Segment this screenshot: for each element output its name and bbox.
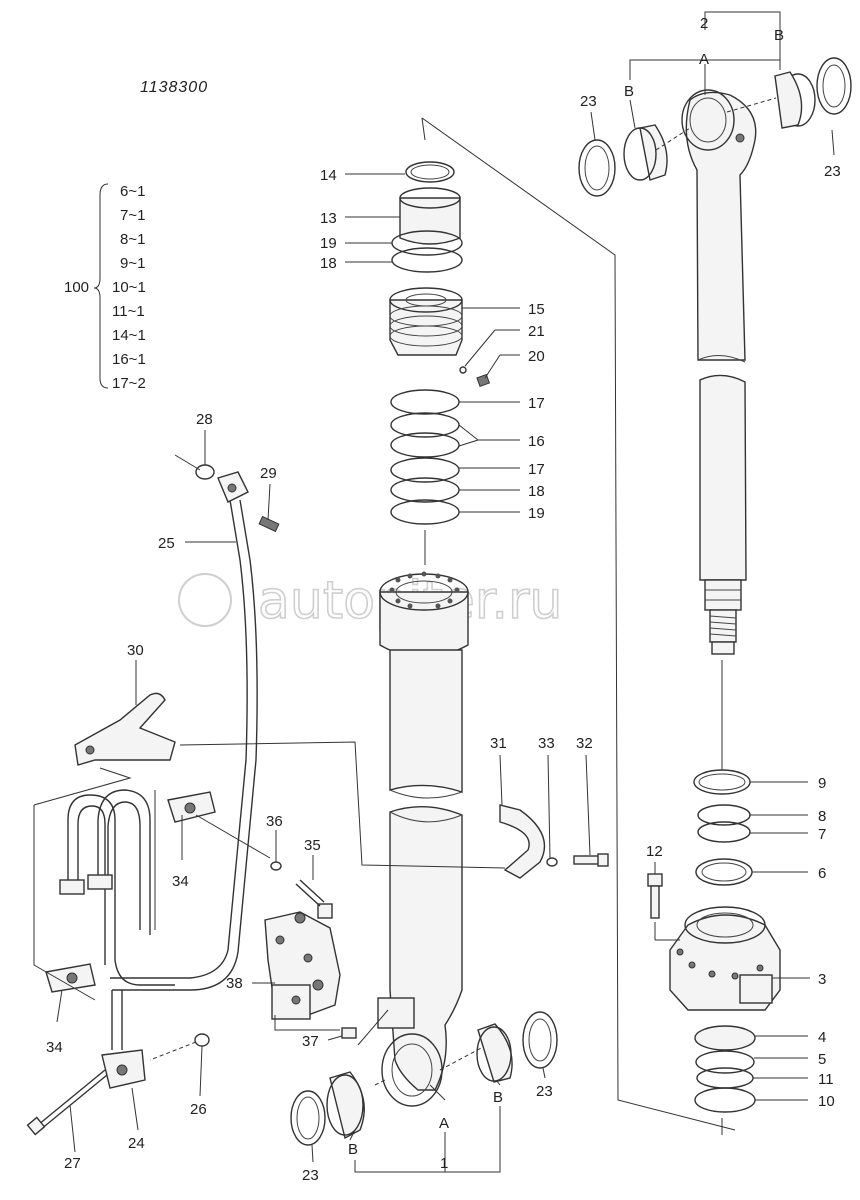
callout-26: 26: [190, 1101, 207, 1118]
callout-34: 34: [172, 873, 189, 890]
callout-17: 17: [528, 395, 545, 412]
bracket: [74, 692, 176, 766]
kit-item: 8~1: [120, 231, 145, 248]
callout-37: 37: [302, 1033, 319, 1050]
callout-35: 35: [304, 837, 321, 854]
cylinder-head: [647, 873, 781, 1011]
callout-10: 10: [818, 1093, 835, 1110]
callout-2: 2: [700, 15, 708, 32]
kit-item: 17~2: [112, 375, 146, 392]
callout-16: 16: [528, 433, 545, 450]
cylinder-tube: [374, 571, 486, 1107]
callout-3: 3: [818, 971, 826, 988]
callout-30: 30: [127, 642, 144, 659]
kit-item: 14~1: [112, 327, 146, 344]
callout-labels: 14 13 19 18 15 21 20 17 16 17 18 19 2 A …: [46, 15, 841, 1184]
kit-item: 9~1: [120, 255, 145, 272]
callout-11: 11: [818, 1071, 834, 1088]
drawing-code: 1138300: [140, 79, 208, 96]
callout-12: 12: [646, 843, 663, 860]
callout-15: 15: [528, 301, 545, 318]
rod-eye-bushings: [578, 57, 852, 197]
callout-38: 38: [226, 975, 243, 992]
label-B: B: [624, 83, 634, 100]
callout-9: 9: [818, 775, 826, 792]
callout-28: 28: [196, 411, 213, 428]
callout-34: 34: [46, 1039, 63, 1056]
kit-item: 7~1: [120, 207, 145, 224]
label-A: A: [439, 1115, 449, 1132]
kit-item: 6~1: [120, 183, 145, 200]
callout-14: 14: [320, 167, 337, 184]
callout-25: 25: [158, 535, 175, 552]
kit-item: 11~1: [112, 303, 145, 320]
head-lower-seals: [694, 1025, 756, 1113]
safety-valve: [264, 861, 357, 1039]
watermark: autopiter.ru: [178, 570, 563, 632]
callout-20: 20: [528, 348, 545, 365]
head-seals: [693, 769, 753, 886]
callout-23: 23: [536, 1083, 553, 1100]
tube-eye-bushings: [290, 1011, 558, 1146]
label-B: B: [774, 27, 784, 44]
callout-18: 18: [528, 483, 545, 500]
callout-1: 1: [440, 1155, 448, 1172]
callout-23: 23: [580, 93, 597, 110]
kit-label: 100: [64, 279, 89, 296]
kit-item: 10~1: [112, 279, 146, 296]
callout-32: 32: [576, 735, 593, 752]
label-A: A: [699, 51, 709, 68]
callout-4: 4: [818, 1029, 826, 1046]
kit-list: 100 6~1 7~1 8~1 9~1 10~1 11~1 14~1 16~1 …: [64, 183, 146, 392]
piping: [26, 454, 280, 1136]
pipe-clamp: [499, 804, 609, 879]
piston-parts: [389, 161, 491, 565]
callout-31: 31: [490, 735, 507, 752]
callout-13: 13: [320, 210, 337, 227]
callout-8: 8: [818, 808, 826, 825]
assembly-lines: [33, 117, 736, 1135]
callout-21: 21: [528, 323, 545, 340]
callout-19: 19: [528, 505, 545, 522]
callout-leaders: [56, 11, 835, 1173]
callout-18: 18: [320, 255, 337, 272]
callout-23: 23: [824, 163, 841, 180]
callout-5: 5: [818, 1051, 826, 1068]
callout-33: 33: [538, 735, 555, 752]
callout-27: 27: [64, 1155, 81, 1172]
piston-rod: [681, 89, 757, 655]
callout-6: 6: [818, 865, 826, 882]
callout-17: 17: [528, 461, 545, 478]
callout-29: 29: [260, 465, 277, 482]
label-B: B: [348, 1141, 358, 1158]
callout-23: 23: [302, 1167, 319, 1184]
callout-36: 36: [266, 813, 283, 830]
callout-19: 19: [320, 235, 337, 252]
kit-item: 16~1: [112, 351, 146, 368]
callout-7: 7: [818, 826, 826, 843]
label-B: B: [493, 1089, 503, 1106]
callout-24: 24: [128, 1135, 145, 1152]
